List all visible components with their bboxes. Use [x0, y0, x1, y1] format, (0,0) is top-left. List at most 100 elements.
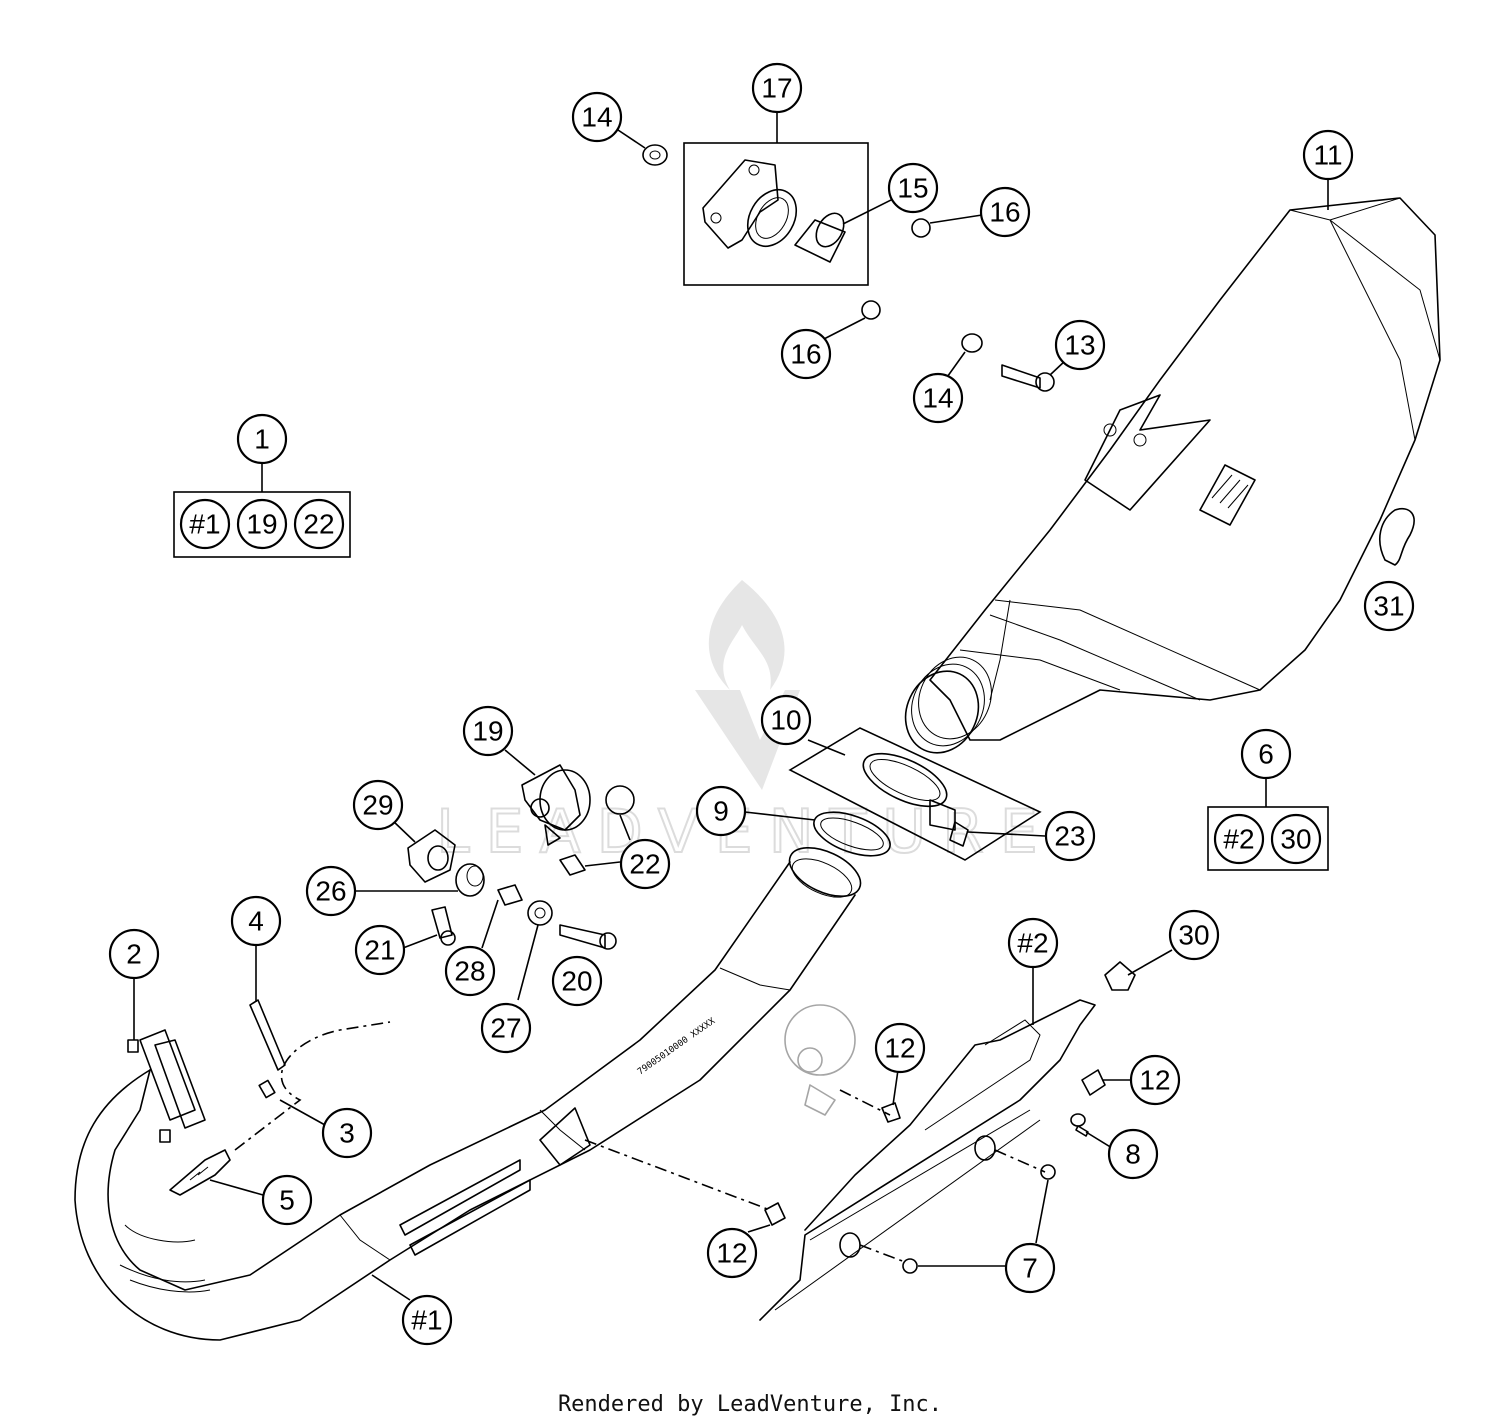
washer-part: [614, 127, 668, 166]
svg-text:26: 26: [315, 876, 346, 907]
svg-text:#1: #1: [411, 1305, 442, 1336]
svg-text:28: 28: [454, 956, 485, 987]
svg-text:19: 19: [472, 716, 503, 747]
callout-10: 10: [760, 694, 812, 746]
callout-1: 1: [236, 413, 288, 465]
svg-text:27: 27: [490, 1013, 521, 1044]
callout-5: 5: [261, 1174, 313, 1226]
callout-12: 12: [706, 1227, 758, 1279]
exhaust-flange-part: [127, 978, 206, 1143]
callout-3: 3: [321, 1107, 373, 1159]
svg-text:22: 22: [303, 509, 334, 540]
clamp-kit-part: [788, 727, 1046, 861]
gasket-part: [744, 811, 891, 857]
svg-text:19: 19: [246, 509, 277, 540]
callout-13: 13: [1054, 319, 1106, 371]
callout-27: 27: [480, 1002, 532, 1054]
nut-part: [821, 214, 983, 341]
callout-31: 31: [1363, 580, 1415, 632]
grommet-part: [1104, 961, 1136, 991]
oxygen-sensor-part: [169, 945, 391, 1196]
callout-12: 12: [1129, 1054, 1181, 1106]
svg-text:16: 16: [989, 197, 1020, 228]
svg-text:6: 6: [1258, 739, 1274, 770]
callout-17: 17: [751, 62, 803, 114]
svg-text:3: 3: [339, 1118, 355, 1149]
screw-part: [859, 1149, 1056, 1274]
svg-text:16: 16: [790, 339, 821, 370]
callout-21: 21: [354, 924, 406, 976]
svg-text:12: 12: [1139, 1065, 1170, 1096]
screw-part: [1070, 1113, 1113, 1149]
watermark-flame-icon: [708, 580, 785, 690]
kit-1-item-2: 19: [236, 498, 288, 550]
svg-text:5: 5: [279, 1185, 295, 1216]
callout-7: 7: [1004, 1242, 1056, 1294]
svg-text:8: 8: [1125, 1139, 1141, 1170]
kit-1-item-1: #1: [179, 498, 231, 550]
callout-29: 29: [352, 779, 404, 831]
svg-text:4: 4: [248, 906, 264, 937]
svg-text:#2: #2: [1223, 824, 1254, 855]
kit-6-item-1: #2: [1213, 813, 1265, 865]
svg-text:23: 23: [1054, 821, 1085, 852]
callout-hash-2: #2: [1007, 917, 1059, 969]
callout-15: 15: [887, 162, 939, 214]
heat-shield-part: [759, 967, 1096, 1321]
clip-part: [881, 1102, 901, 1123]
callout-23: 23: [1044, 810, 1096, 862]
svg-text:15: 15: [897, 173, 928, 204]
svg-text:#2: #2: [1017, 928, 1048, 959]
svg-text:12: 12: [716, 1238, 747, 1269]
svg-text:#1: #1: [189, 509, 220, 540]
mount-bracket-part: [504, 749, 591, 846]
callout-14: 14: [571, 91, 623, 143]
clip-part: [764, 1202, 786, 1226]
svg-text:13: 13: [1064, 330, 1095, 361]
flange-part: [702, 159, 798, 249]
svg-text:2: 2: [126, 939, 142, 970]
kit-6-item-2: 30: [1270, 813, 1322, 865]
footer-credit: Rendered by LeadVenture, Inc.: [557, 1392, 943, 1417]
svg-text:21: 21: [364, 935, 395, 966]
callout-22: 22: [619, 838, 671, 890]
bolt-part: [944, 333, 1067, 392]
callout-16: 16: [780, 328, 832, 380]
callout-19: 19: [462, 705, 514, 757]
callout-20: 20: [551, 955, 603, 1007]
svg-text:7: 7: [1022, 1253, 1038, 1284]
kit-box-6: [1207, 806, 1329, 871]
svg-text:22: 22: [629, 849, 660, 880]
callout-4: 4: [230, 895, 282, 947]
pipe-stamp: 79005010000 XXXXX: [636, 1016, 718, 1077]
leadventure-watermark: LEADVENTURE: [435, 580, 1039, 868]
rubber-mount-part: [355, 819, 617, 1001]
svg-text:9: 9: [713, 796, 729, 827]
kit-box-17: [683, 142, 869, 286]
svg-text:11: 11: [1313, 140, 1342, 171]
callout-14: 14: [912, 372, 964, 424]
svg-text:1: 1: [254, 424, 270, 455]
callout-8: 8: [1107, 1128, 1159, 1180]
svg-text:14: 14: [581, 102, 612, 133]
callout-16: 16: [979, 186, 1031, 238]
callout-30: 30: [1168, 909, 1220, 961]
mount-reference-part: [784, 1004, 856, 1116]
silencer-part: [904, 178, 1441, 754]
callout-12: 12: [874, 1022, 926, 1074]
bush-part: [794, 197, 896, 263]
callout-26: 26: [305, 865, 357, 917]
svg-text:30: 30: [1280, 824, 1311, 855]
svg-text:31: 31: [1373, 591, 1404, 622]
callout-6: 6: [1240, 728, 1292, 780]
callout-9: 9: [695, 785, 747, 837]
svg-text:14: 14: [922, 383, 953, 414]
svg-text:17: 17: [761, 73, 792, 104]
svg-text:30: 30: [1178, 920, 1209, 951]
svg-text:10: 10: [770, 705, 801, 736]
callout-2: 2: [108, 928, 160, 980]
clip-part: [1081, 1069, 1106, 1096]
callout-11: 11: [1302, 129, 1354, 181]
callout-hash-1: #1: [401, 1294, 453, 1346]
